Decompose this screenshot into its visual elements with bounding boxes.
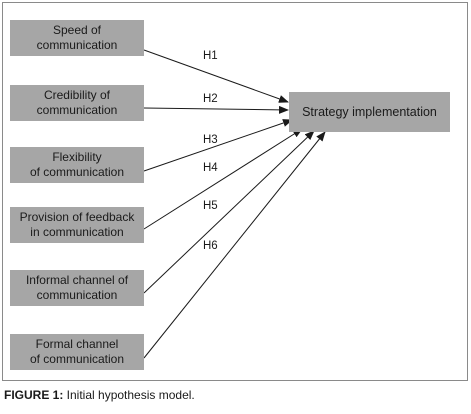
node-label-line2: of communication (29, 165, 125, 179)
figure-caption: FIGURE 1: Initial hypothesis model. (4, 388, 195, 402)
hypothesis-label-h5: H5 (203, 200, 218, 212)
node-credibility-of-communication: Credibility of communication (10, 85, 144, 121)
arrow-h5 (143, 130, 315, 294)
node-informal-channel: Informal channel of communication (10, 270, 144, 306)
hypothesis-label-h2: H2 (203, 93, 218, 105)
node-label-line1: Flexibility (52, 150, 102, 164)
node-flexibility-of-communication: Flexibility of communication (10, 147, 144, 183)
hypothesis-label-h3: H3 (203, 134, 218, 146)
node-label-line2: in communication (30, 225, 124, 239)
arrow-h6 (143, 131, 326, 359)
target-label: Strategy implementation (302, 104, 437, 119)
node-label-line2: communication (36, 38, 118, 52)
arrow-h1 (143, 49, 289, 103)
hypothesis-label-h6: H6 (203, 240, 218, 252)
node-label-line2: of communication (29, 352, 125, 366)
node-label-line1: Informal channel of (25, 273, 129, 287)
node-label-line1: Provision of feedback (19, 210, 135, 224)
node-strategy-implementation: Strategy implementation (289, 92, 450, 132)
arrow-h2 (143, 105, 289, 114)
hypothesis-label-h1: H1 (203, 50, 218, 62)
node-label-line1: Credibility of (43, 88, 110, 102)
node-label-line2: communication (36, 288, 118, 302)
hypothesis-label-h4: H4 (203, 162, 218, 174)
node-provision-of-feedback: Provision of feedback in communication (10, 207, 144, 243)
node-label-line1: Speed of (52, 23, 102, 37)
node-label-line1: Formal channel (35, 337, 119, 351)
arrow-h4 (143, 128, 303, 230)
caption-text: Initial hypothesis model. (63, 388, 195, 402)
caption-label: FIGURE 1: (4, 388, 64, 402)
node-formal-channel: Formal channel of communication (10, 334, 144, 370)
node-speed-of-communication: Speed of communication (10, 20, 144, 56)
node-label-line2: communication (36, 103, 118, 117)
arrow-h3 (143, 119, 293, 172)
figure-frame (2, 2, 468, 381)
